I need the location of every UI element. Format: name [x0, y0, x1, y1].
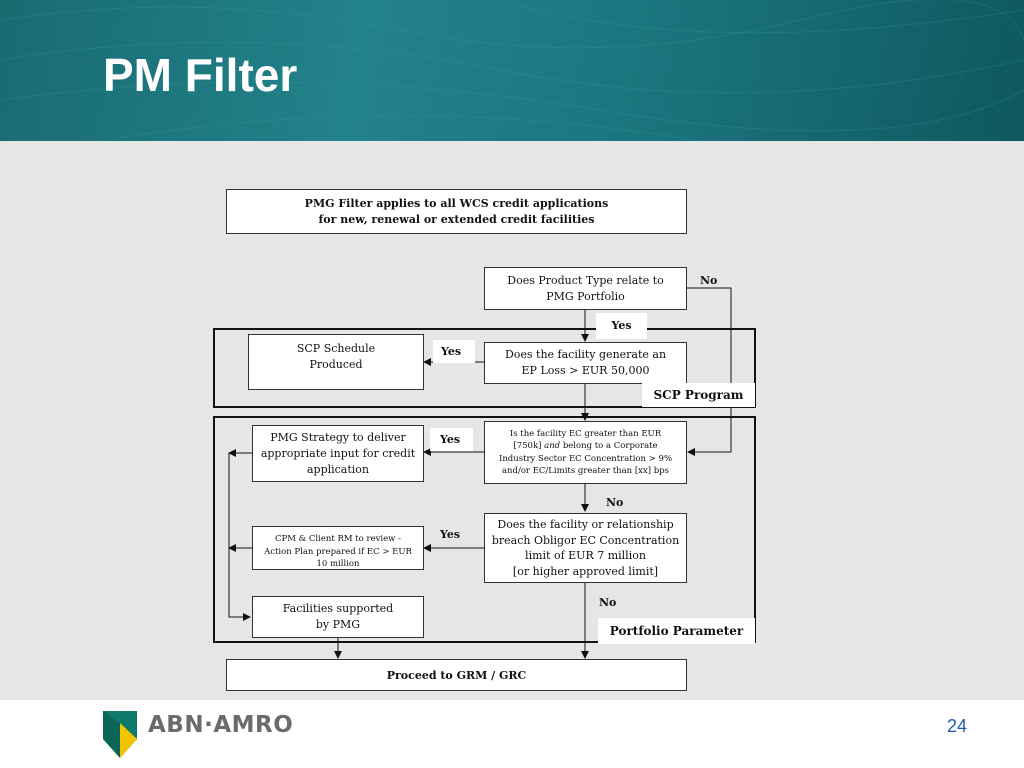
facilities-supported-box: Facilities supported by PMG	[252, 596, 424, 638]
header-pattern	[0, 0, 1024, 141]
cpm-review-line2: Action Plan prepared if EC > EUR	[264, 546, 412, 557]
label-yes-ec: Yes	[430, 428, 473, 451]
label-no-ec: No	[606, 496, 624, 509]
portfolio-parameter-tag: Portfolio Parameter	[598, 618, 755, 644]
ep-loss-line1: Does the facility generate an	[504, 348, 667, 361]
label-yes-obligor: Yes	[440, 528, 461, 541]
pmg-strategy-line2: appropriate input for credit	[260, 446, 416, 460]
slide-header: PM Filter	[0, 0, 1024, 141]
pmg-strategy-line1: PMG Strategy to deliver	[270, 430, 406, 444]
ec-line2c: belong to a Corporate	[560, 441, 658, 451]
filter-scope-line2: for new, renewal or extended credit faci…	[318, 212, 595, 226]
filter-scope-line1: PMG Filter applies to all WCS credit app…	[304, 196, 609, 210]
ep-loss-line2: EP Loss > EUR 50,000	[521, 364, 650, 377]
cpm-review-line1: CPM & Client RM to review -	[275, 534, 401, 544]
product-type-question-box: Does Product Type relate to PMG Portfoli…	[484, 267, 687, 310]
pmg-strategy-line3: application	[306, 462, 370, 476]
label-no-obligor: No	[599, 596, 617, 609]
ec-line1: Is the facility EC greater than EUR	[509, 428, 662, 439]
scp-program-frame	[213, 328, 756, 408]
label-yes-product-text: Yes	[611, 319, 632, 332]
brand-wordmark: ABN·AMRO	[148, 712, 294, 738]
proceed-box: Proceed to GRM / GRC	[226, 659, 687, 691]
ec-line2a: [750k]	[513, 441, 545, 451]
ec-line3: Industry Sector EC Concentration > 9%	[498, 453, 673, 464]
scp-program-tag: SCP Program	[642, 383, 755, 407]
scp-schedule-line2: Produced	[309, 358, 363, 371]
scp-schedule-line1: SCP Schedule	[296, 342, 376, 355]
label-yes-ep: Yes	[433, 340, 475, 363]
label-yes-ep-text: Yes	[441, 345, 462, 358]
label-yes-ec-text: Yes	[440, 433, 461, 446]
ec-question-box: Is the facility EC greater than EUR [750…	[484, 421, 687, 484]
obligor-line2: breach Obligor EC Concentration	[491, 533, 680, 547]
proceed-text: Proceed to GRM / GRC	[386, 668, 527, 682]
label-yes-product: Yes	[596, 313, 647, 339]
cpm-review-box: CPM & Client RM to review - Action Plan …	[252, 526, 424, 570]
ec-line2b: and	[544, 441, 561, 451]
obligor-question-box: Does the facility or relationship breach…	[484, 513, 687, 583]
facilities-line2: by PMG	[315, 618, 361, 631]
obligor-line1: Does the facility or relationship	[497, 518, 674, 531]
pmg-strategy-box: PMG Strategy to deliver appropriate inpu…	[252, 425, 424, 482]
portfolio-parameter-frame	[213, 416, 756, 643]
connector-product-no	[686, 287, 732, 456]
ec-line2: [750k] and belong to a Corporate	[513, 440, 657, 453]
label-no-product: No	[700, 274, 718, 287]
scp-schedule-box: SCP Schedule Produced	[248, 334, 424, 390]
diagram-area	[0, 141, 1024, 700]
product-type-line2: PMG Portfolio	[546, 289, 625, 303]
abn-amro-shield-icon	[103, 711, 137, 758]
connector-left-vertical	[228, 453, 251, 621]
cpm-review-line3: 10 million	[316, 559, 360, 569]
page-number: 24	[946, 716, 967, 736]
obligor-line4: [or higher approved limit]	[512, 564, 659, 578]
obligor-line3: limit of EUR 7 million	[525, 549, 646, 562]
product-type-line1: Does Product Type relate to	[507, 273, 664, 287]
facilities-line1: Facilities supported	[282, 602, 394, 615]
filter-scope-box: PMG Filter applies to all WCS credit app…	[226, 189, 687, 234]
ep-loss-question-box: Does the facility generate an EP Loss > …	[484, 342, 687, 384]
ec-line4: and/or EC/Limits greater than [xx] bps	[501, 466, 670, 476]
page-title: PM Filter	[103, 49, 298, 101]
